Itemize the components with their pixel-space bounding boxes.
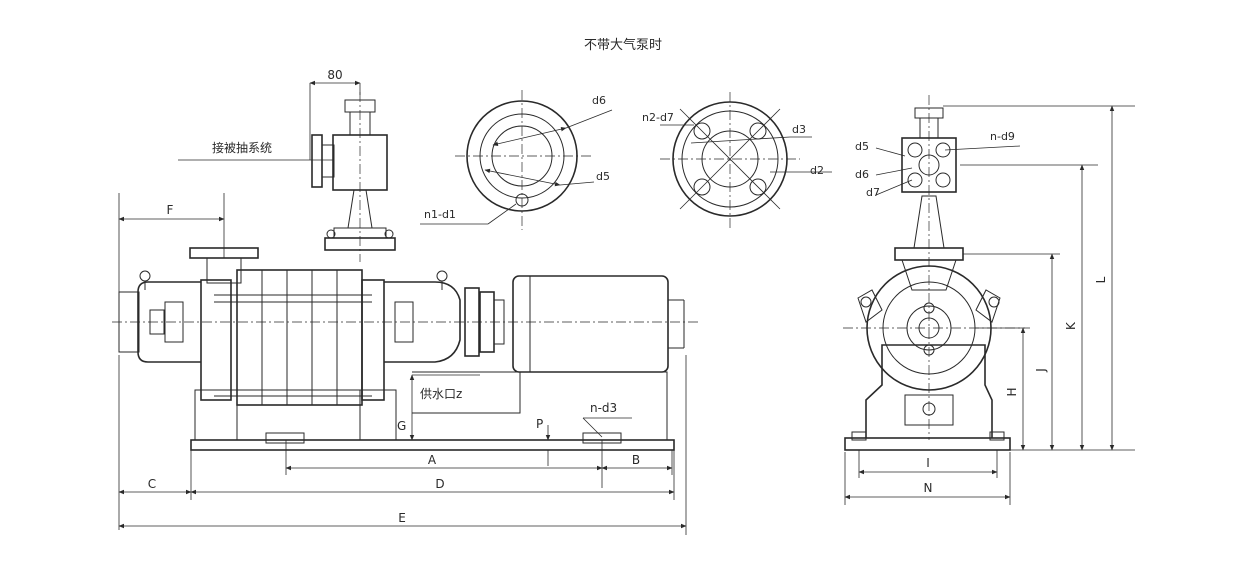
dim-E-label: E bbox=[398, 511, 406, 525]
foot-holes-label: n-d3 bbox=[590, 401, 617, 415]
flange-left-holes: n1-d1 bbox=[424, 208, 456, 221]
right-end-cover bbox=[361, 279, 385, 401]
motor-stand bbox=[412, 371, 521, 414]
left-end-cover bbox=[200, 279, 232, 401]
drawing-title: 不带大气泵时 bbox=[584, 37, 662, 53]
end-view-d6: d6 bbox=[855, 168, 869, 181]
dim-C-label: C bbox=[148, 477, 156, 491]
dim-I-label: I bbox=[926, 456, 930, 470]
end-view-holes: n-d9 bbox=[990, 130, 1015, 143]
dim-P-label: P bbox=[536, 417, 543, 431]
end-view-d5: d5 bbox=[855, 140, 869, 153]
dim-F-label: F bbox=[167, 203, 174, 217]
motor bbox=[512, 275, 669, 373]
dim-L-label: L bbox=[1094, 276, 1108, 283]
flange-right-d2: d2 bbox=[810, 164, 824, 177]
flange-right-holes: n2-d7 bbox=[642, 111, 674, 124]
flange-detail-right: n2-d7 d3 d2 bbox=[642, 92, 832, 228]
side-view: 80 接被抽系统 供水口z F G P n-d3 A B bbox=[112, 68, 700, 535]
end-view-d7: d7 bbox=[866, 186, 880, 199]
flange-detail-left: d6 d5 n1-d1 bbox=[420, 90, 613, 230]
water-inlet-label: 供水口z bbox=[420, 387, 462, 401]
dim-K-label: K bbox=[1064, 321, 1078, 330]
dim-D-label: D bbox=[435, 477, 444, 491]
end-view-body bbox=[865, 344, 993, 438]
dim-H-label: H bbox=[1005, 387, 1019, 396]
pump-casing bbox=[236, 269, 363, 406]
base-plate bbox=[190, 439, 675, 451]
valve-body bbox=[332, 134, 388, 191]
end-view-valve-block bbox=[901, 137, 957, 193]
flange-left-d5: d5 bbox=[596, 170, 610, 183]
pipe-connection-label: 接被抽系统 bbox=[212, 140, 272, 155]
right-bearing-housing bbox=[384, 281, 461, 363]
dim-A-label: A bbox=[428, 453, 437, 467]
flange-left-d6: d6 bbox=[592, 94, 606, 107]
dim-80-label: 80 bbox=[327, 68, 342, 82]
base-foot-left bbox=[265, 432, 305, 444]
dim-J-label: J bbox=[1034, 368, 1048, 373]
dim-B-label: B bbox=[632, 453, 640, 467]
dim-N-label: N bbox=[924, 481, 933, 495]
end-view: d5 d6 d7 n-d9 H J K L I N bbox=[843, 95, 1135, 505]
dim-G-label: G bbox=[397, 419, 406, 433]
flange-right-d3: d3 bbox=[792, 123, 806, 136]
